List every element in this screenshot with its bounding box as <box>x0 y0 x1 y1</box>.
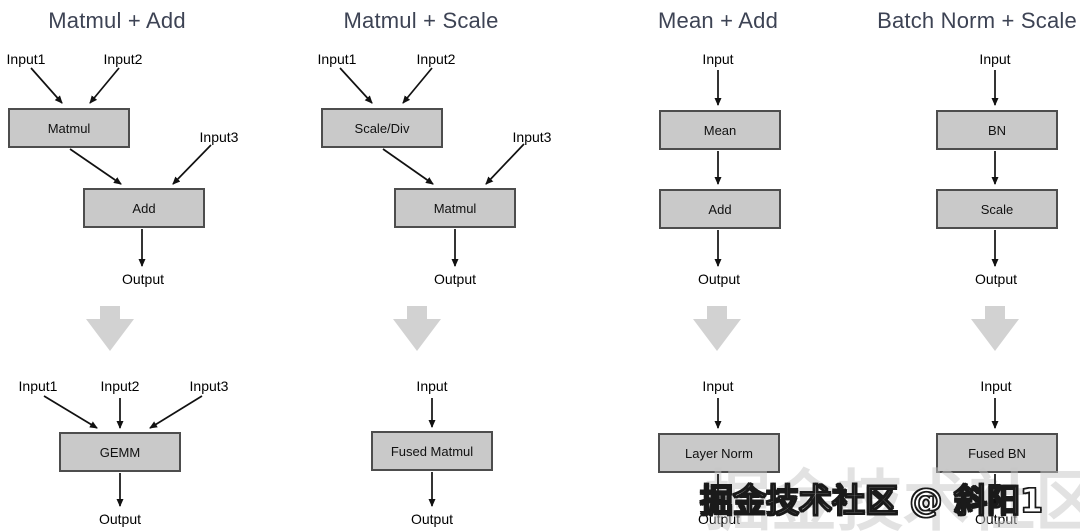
output-label: Output <box>974 271 1018 287</box>
op-box-add: Add <box>659 189 781 229</box>
input-label: Input3 <box>512 129 552 145</box>
flow-arrow <box>30 67 63 104</box>
column-title-matmul-scale: Matmul + Scale <box>343 8 499 33</box>
column-title-mean-add: Mean + Add <box>657 8 779 33</box>
flow-arrow <box>339 67 373 104</box>
op-box-matmul: Matmul <box>394 188 516 228</box>
big-down-arrow-icon <box>971 306 1019 351</box>
output-label: Output <box>697 511 741 527</box>
output-label: Output <box>974 511 1018 527</box>
output-label: Output <box>410 511 454 527</box>
flow-arrow <box>485 143 525 185</box>
op-box-add: Add <box>83 188 205 228</box>
input-label: Input1 <box>18 378 58 394</box>
flow-arrow <box>402 67 433 104</box>
op-box-layer-norm: Layer Norm <box>658 433 780 473</box>
input-label: Input3 <box>189 378 229 394</box>
input-label: Input <box>979 51 1011 67</box>
big-down-arrow-icon <box>693 306 741 351</box>
input-label: Input1 <box>317 51 357 67</box>
flow-arrow <box>69 148 122 185</box>
op-box-mean: Mean <box>659 110 781 150</box>
column-title-batchnorm-scale: Batch Norm + Scale <box>877 8 1077 33</box>
op-box-scale: Scale <box>936 189 1058 229</box>
output-label: Output <box>697 271 741 287</box>
input-label: Input3 <box>199 129 239 145</box>
flow-arrow <box>89 67 120 104</box>
input-label: Input1 <box>6 51 46 67</box>
flow-arrow <box>172 144 212 185</box>
big-down-arrow-icon <box>393 306 441 351</box>
op-box-scale-div: Scale/Div <box>321 108 443 148</box>
op-box-matmul: Matmul <box>8 108 130 148</box>
input-label: Input <box>416 378 448 394</box>
op-box-gemm: GEMM <box>59 432 181 472</box>
input-label: Input <box>702 51 734 67</box>
op-box-fused-bn: Fused BN <box>936 433 1058 473</box>
watermark: 掘金技术社区 @ 斜阳1 <box>699 480 1043 520</box>
big-down-arrow-icon <box>86 306 134 351</box>
op-box-fused-matmul: Fused Matmul <box>371 431 493 471</box>
op-box-bn: BN <box>936 110 1058 150</box>
input-label: Input2 <box>416 51 456 67</box>
input-label: Input2 <box>103 51 143 67</box>
flow-arrow <box>149 395 203 429</box>
input-label: Input2 <box>100 378 140 394</box>
column-title-matmul-add: Matmul + Add <box>48 8 186 33</box>
output-label: Output <box>433 271 477 287</box>
flow-arrow <box>382 148 434 185</box>
flow-arrow <box>43 395 98 429</box>
watermark-ghost: 掘金技术社区 @ 斜阳1 <box>705 463 1080 531</box>
output-label: Output <box>121 271 165 287</box>
input-label: Input <box>702 378 734 394</box>
input-label: Input <box>980 378 1012 394</box>
output-label: Output <box>98 511 142 527</box>
